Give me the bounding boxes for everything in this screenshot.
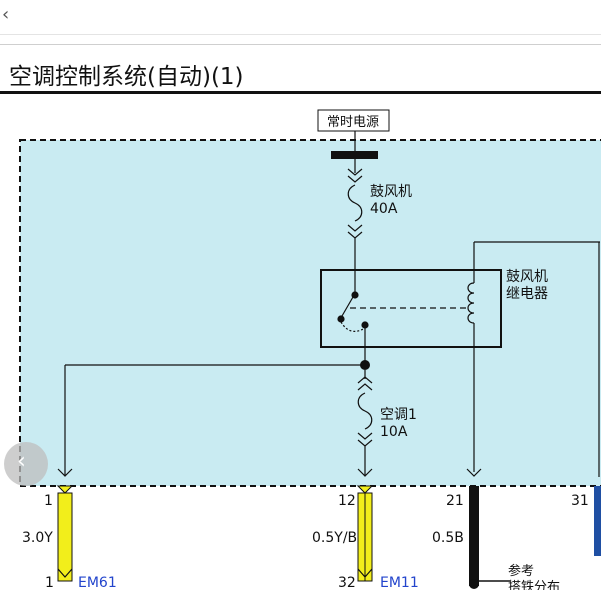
top-nav-bar: ‹ <box>0 0 601 35</box>
ac-fuse-rating: 10A <box>380 424 408 440</box>
ground-note-line1: 参考 <box>508 563 534 579</box>
connector-em61-link[interactable]: EM61 <box>78 575 117 590</box>
prev-page-button[interactable]: ‹ <box>4 442 48 486</box>
blower-fuse-symbol <box>347 159 363 270</box>
blower-fuse-name: 鼓风机 <box>370 184 412 200</box>
connector-em11-link[interactable]: EM11 <box>380 575 419 590</box>
relay-label-line2: 继电器 <box>506 286 548 302</box>
title-bar: 空调控制系统(自动)(1) <box>0 44 601 94</box>
wire-black-0-5B <box>469 486 510 589</box>
wiring-diagram: 常时电源 鼓风机 40A 鼓风机 继电器 <box>19 109 601 590</box>
ground-note-line2[interactable]: 搭铁分布 <box>508 579 560 590</box>
back-chevron-icon[interactable]: ‹ <box>2 4 10 25</box>
page-title: 空调控制系统(自动)(1) <box>9 64 244 90</box>
pin-number: 21 <box>446 493 464 509</box>
chevron-left-icon: ‹ <box>17 449 26 474</box>
blower-fuse-rating: 40A <box>370 201 398 217</box>
connector-pin: 32 <box>338 575 356 590</box>
wire-spec: 0.5B <box>432 530 464 546</box>
wire-yellow-3-0Y <box>56 485 74 582</box>
system-boundary-box <box>19 139 601 487</box>
pin-number: 12 <box>338 493 356 509</box>
relay-label-line1: 鼓风机 <box>506 269 548 285</box>
power-bus-bar <box>331 151 378 159</box>
pin-number: 31 <box>571 493 589 509</box>
wire-spec: 3.0Y <box>22 530 53 546</box>
pin-number: 1 <box>44 493 53 509</box>
pin-21-arrow <box>466 468 482 477</box>
blower-relay-box <box>320 269 502 348</box>
connector-pin: 1 <box>45 575 54 590</box>
wire-yellow-0-5YB <box>356 485 374 582</box>
ac-fuse-symbol <box>357 370 373 477</box>
power-source-label: 常时电源 <box>327 115 379 130</box>
wire-blue-31 <box>594 486 601 556</box>
wire-spec: 0.5Y/B <box>312 530 357 546</box>
relay-coil-symbol <box>467 241 600 477</box>
relay-switch-symbol <box>337 270 466 347</box>
power-source-label-box <box>317 109 390 132</box>
ac-fuse-name: 空调1 <box>380 407 417 423</box>
splice-point <box>360 360 370 370</box>
